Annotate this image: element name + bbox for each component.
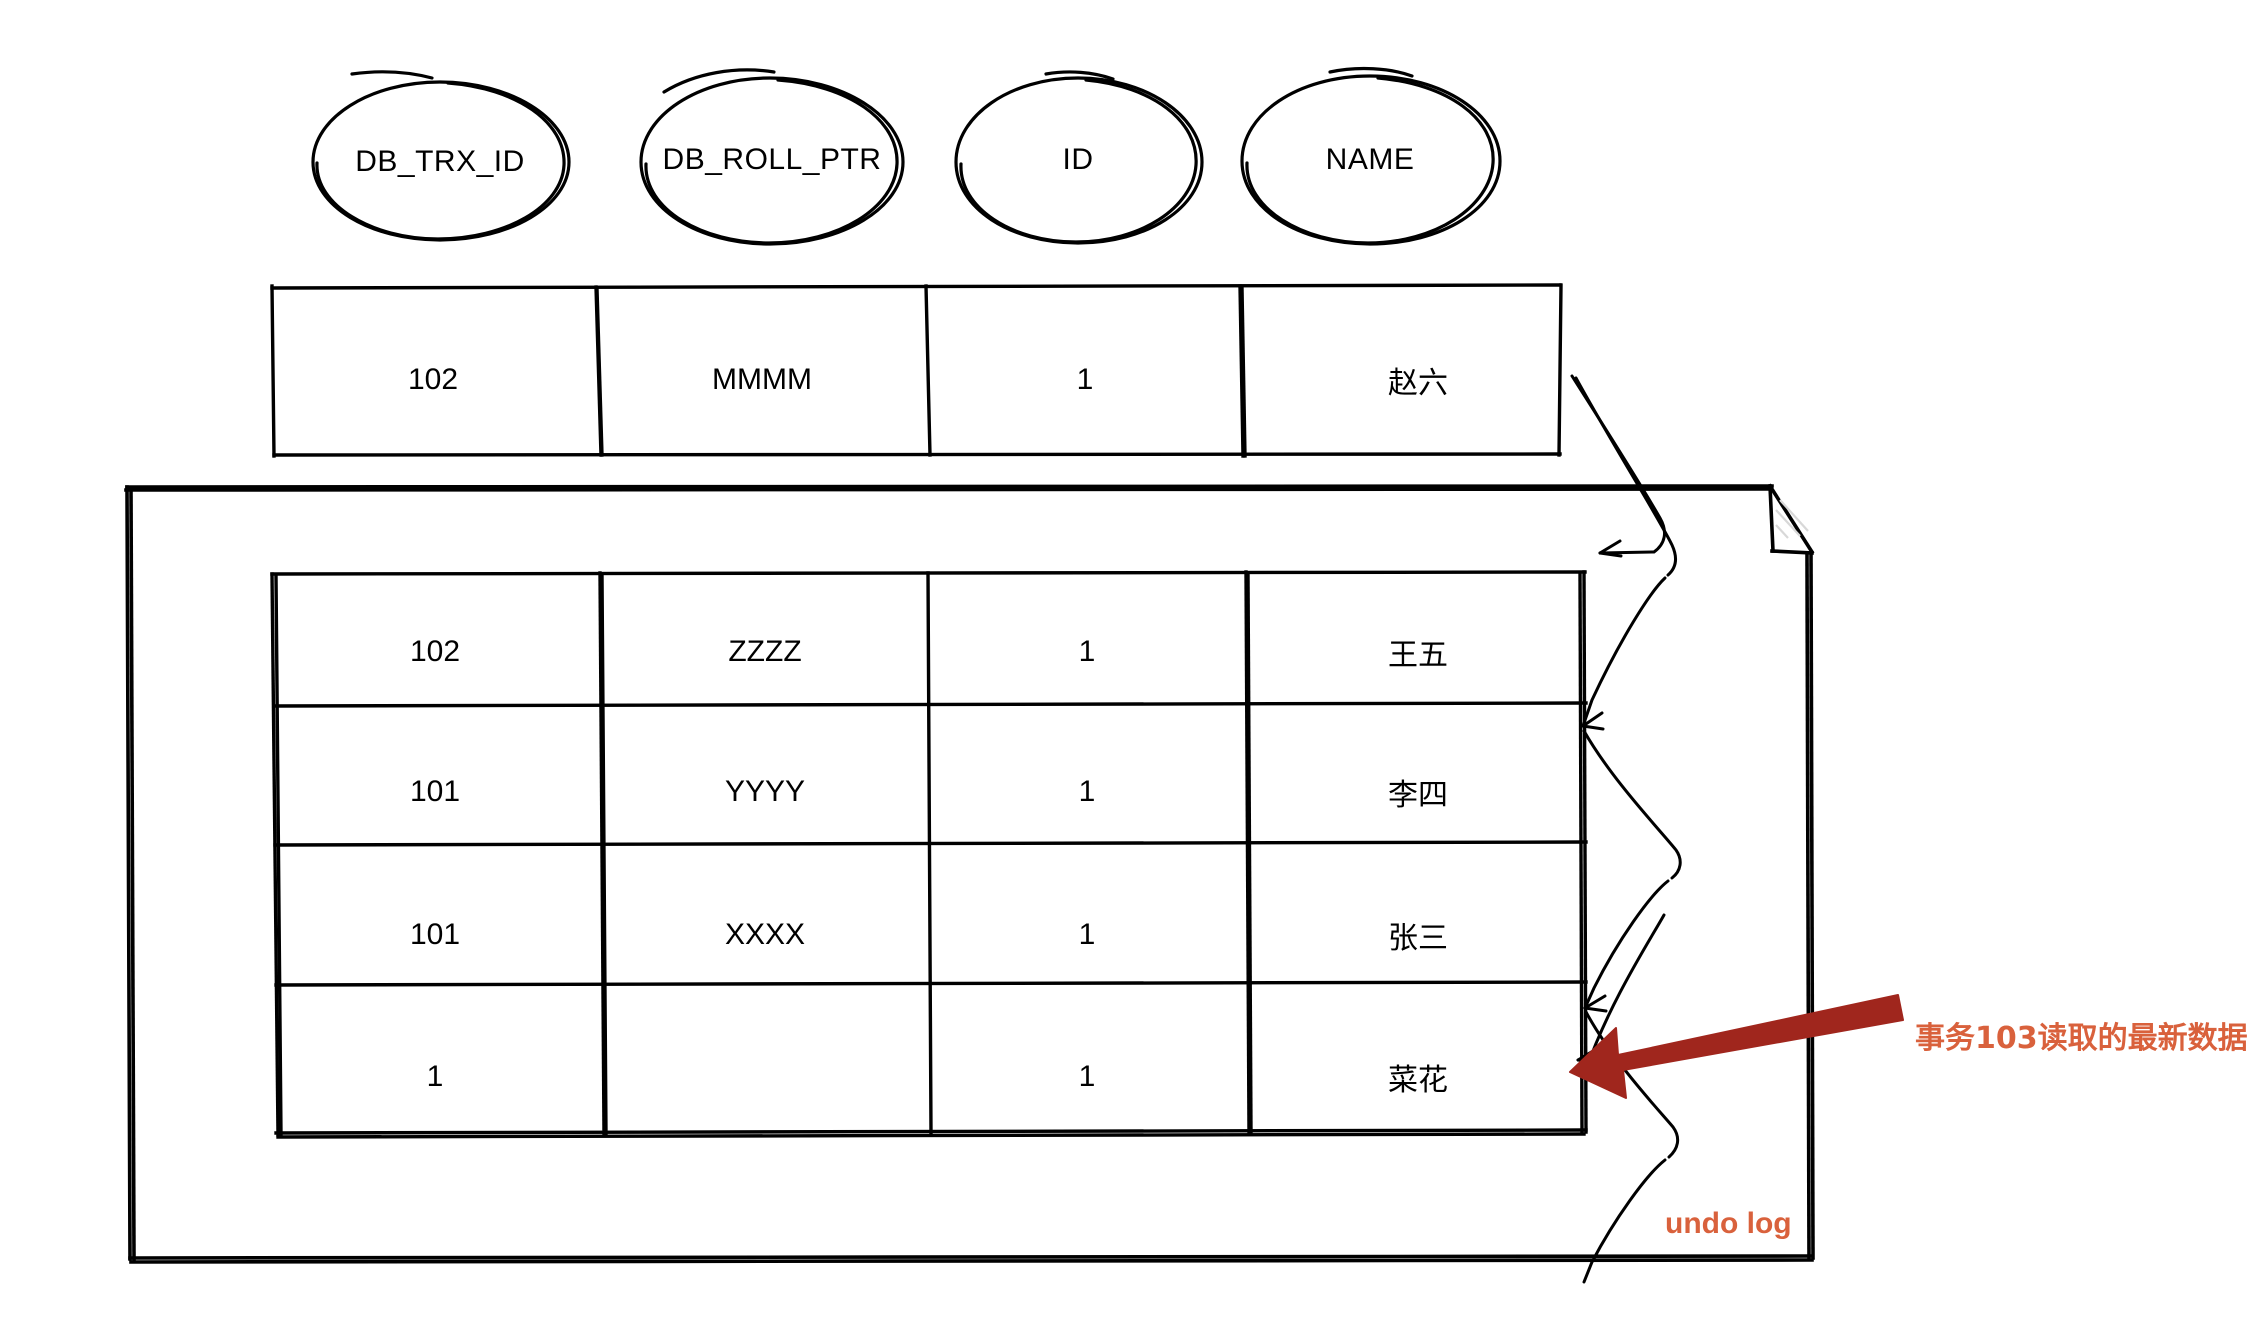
undo-log-container [124, 483, 1815, 1264]
dog-ear-hatch [1775, 499, 1809, 539]
ellipse-db-trx-id [311, 70, 571, 242]
ellipse-id [954, 70, 1204, 245]
ellipse-db-roll-ptr [639, 68, 905, 246]
roll-pointer-chain [1574, 376, 1682, 1284]
current-record-table [270, 283, 1563, 458]
annotation-arrow [1569, 994, 1904, 1099]
annotation-label: 事务103读取的最新数据 [1915, 1021, 2248, 1056]
undo-log-label: undo log [1665, 1207, 1792, 1240]
current-to-undo-connector [1570, 374, 1667, 558]
undo-log-table [270, 570, 1588, 1139]
ellipse-name [1240, 66, 1502, 246]
